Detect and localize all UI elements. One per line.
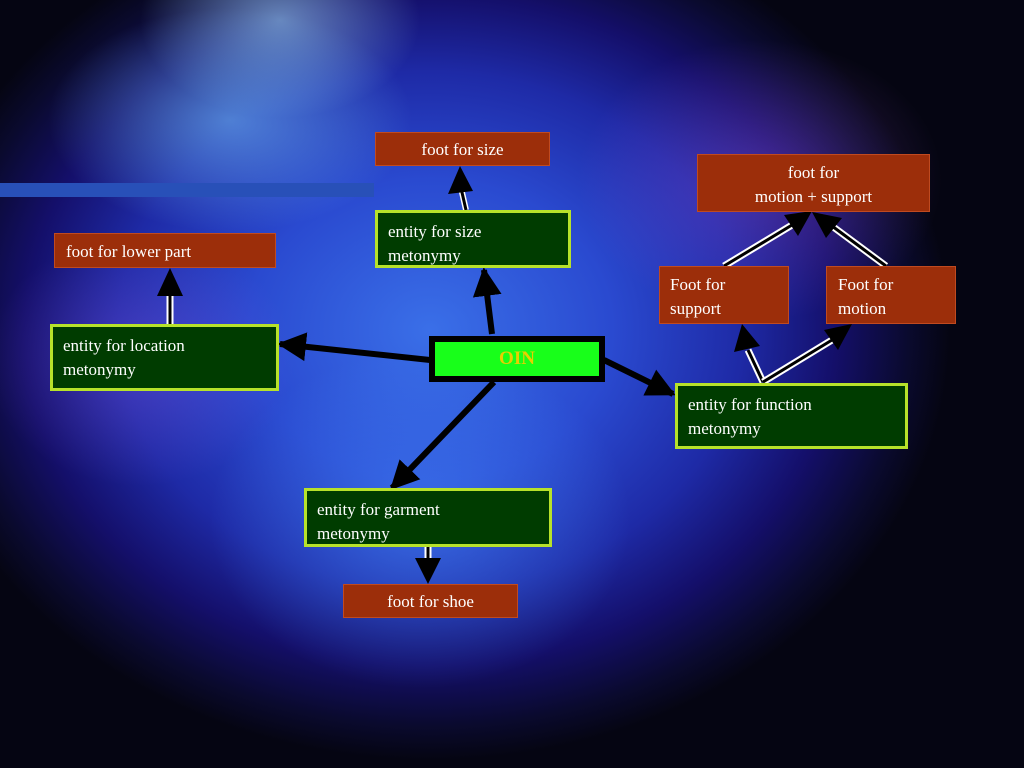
arrow-motion-to-motion-support <box>812 212 889 269</box>
target-foot-for-support-line1: Foot for <box>670 275 726 294</box>
target-foot-for-lower-part-label: foot for lower part <box>66 242 192 261</box>
hub-label: OIN <box>499 348 535 369</box>
target-foot-for-size-label: foot for size <box>421 140 504 159</box>
target-foot-for-motion: Foot for motion <box>826 266 956 324</box>
metonymy-location-line2: metonymy <box>63 360 136 379</box>
target-foot-for-size: foot for size <box>375 132 550 166</box>
target-foot-for-lower-part: foot for lower part <box>54 233 276 268</box>
metonymy-entity-for-garment: entity for garment metonymy <box>304 488 552 547</box>
metonymy-entity-for-location: entity for location metonymy <box>50 324 279 391</box>
decorative-stripe <box>0 183 374 197</box>
target-foot-for-motion-support-line1: foot for <box>787 163 840 182</box>
target-foot-for-shoe: foot for shoe <box>343 584 518 618</box>
target-foot-for-motion-line1: Foot for <box>838 275 894 294</box>
metonymy-function-line2: metonymy <box>688 419 761 438</box>
target-foot-for-motion-support: foot for motion + support <box>697 154 930 212</box>
metonymy-entity-for-size: entity for size metonymy <box>375 210 571 268</box>
arrow-support-to-motion-support <box>722 211 812 269</box>
metonymy-entity-for-function: entity for function metonymy <box>675 383 908 449</box>
arrow-hub-to-location <box>277 332 431 363</box>
arrow-garment-to-shoe <box>415 546 441 584</box>
target-foot-for-motion-support-line2: motion + support <box>754 187 873 206</box>
metonymy-size-line1: entity for size <box>388 222 482 241</box>
metonymy-garment-line2: metonymy <box>317 524 390 543</box>
target-foot-for-motion-line2: motion <box>838 299 887 318</box>
metonymy-garment-line1: entity for garment <box>317 500 440 519</box>
target-foot-for-support-line2: support <box>670 299 721 318</box>
arrow-hub-to-size <box>472 267 502 335</box>
arrow-function-to-support <box>734 324 767 384</box>
target-foot-for-shoe-label: foot for shoe <box>387 592 474 611</box>
arrow-hub-to-function <box>602 357 676 397</box>
arrow-location-to-lower-part <box>157 268 183 324</box>
target-foot-for-support: Foot for support <box>659 266 789 324</box>
arrow-hub-to-garment <box>389 379 497 491</box>
metonymy-size-line2: metonymy <box>388 246 461 265</box>
metonymy-function-line1: entity for function <box>688 395 812 414</box>
hub-node-oin: OIN <box>429 336 605 382</box>
metonymy-location-line1: entity for location <box>63 336 185 355</box>
arrow-function-to-motion <box>761 324 852 385</box>
arrow-size-to-target <box>448 166 473 211</box>
